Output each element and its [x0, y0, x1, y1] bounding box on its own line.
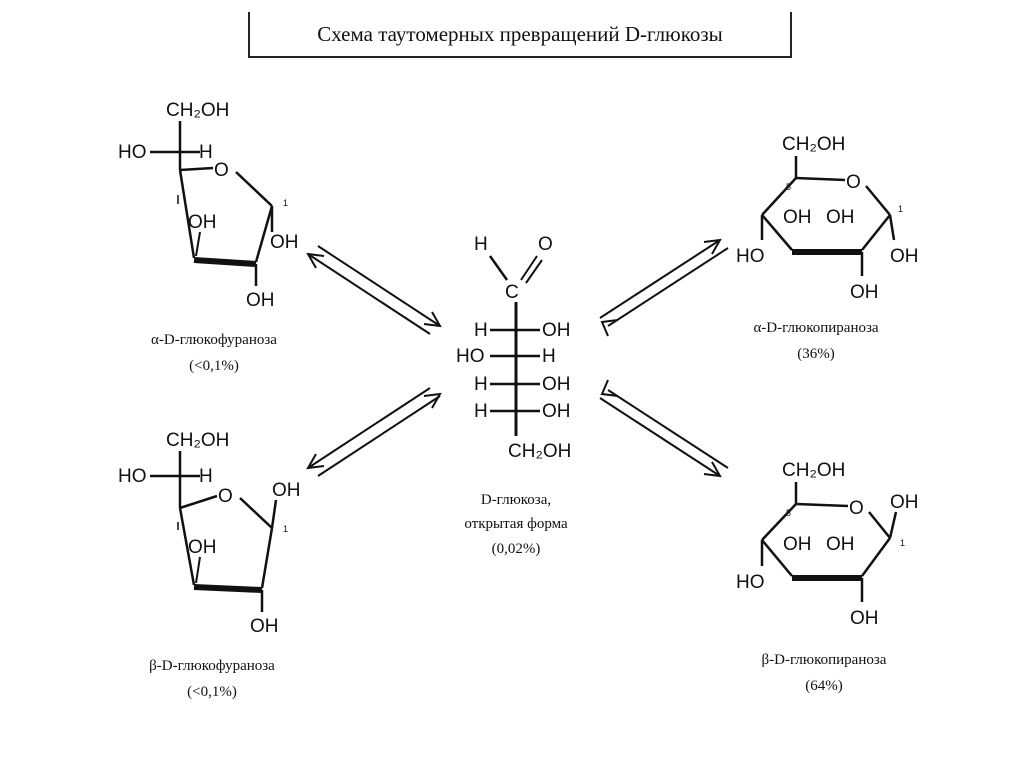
alpha-furanose-c5-h: H — [199, 142, 213, 163]
beta-furanose-c3-oh: OH — [188, 537, 217, 558]
open-chain-structure: H O C H OH HO H H OH H OH CH₂OH — [456, 234, 571, 462]
alpha-pyranose-c3-oh: OH — [826, 207, 855, 228]
beta-furanose-c1-oh: OH — [272, 480, 301, 501]
beta-pyranose-structure: CH₂OH 5 O OH 1 OH OH HO OH — [736, 460, 919, 629]
open-chain-c4-oh: OH — [542, 374, 571, 395]
alpha-furanose-c2-oh: OH — [246, 290, 275, 311]
equilibrium-arrow-beta-pyranose — [599, 379, 729, 478]
alpha-furanose-ring-o: O — [214, 160, 229, 181]
alpha-pyranose-c1-oh: OH — [890, 246, 919, 267]
beta-furanose-c5-ho: HO — [118, 466, 147, 487]
beta-furanose-c5-h: H — [199, 466, 213, 487]
alpha-furanose-c3-oh: OH — [188, 212, 217, 233]
open-chain-aldehyde-o: O — [538, 234, 553, 255]
beta-pyranose-c1-oh: OH — [890, 492, 919, 513]
alpha-pyranose-c4-oh: OH — [783, 207, 812, 228]
beta-furanose-structure: CH₂OH HO H O OH OH 1 OH — [118, 430, 301, 637]
title-frame: Схема таутомерных превращений D-глюкозы — [248, 12, 792, 58]
alpha-pyranose-structure: CH₂OH 5 O 1 OH OH HO OH OH — [736, 134, 919, 303]
open-chain-ch2oh: CH₂OH — [508, 441, 571, 462]
alpha-pyranose-ring-o: O — [846, 172, 861, 193]
open-chain-c2-h: H — [474, 320, 488, 341]
beta-pyranose-c3-oh: OH — [826, 534, 855, 555]
open-chain-name: D-глюкоза, — [481, 492, 551, 508]
equilibrium-arrow-alpha-furanose — [306, 245, 442, 335]
beta-pyranose-c4-ho: HO — [736, 572, 765, 593]
beta-pyranose-ring-o: O — [849, 498, 864, 519]
alpha-furanose-ch2oh: CH₂OH — [166, 100, 229, 121]
beta-pyranose-share: (64%) — [805, 678, 843, 694]
beta-pyranose-name: β-D-глюкопираноза — [762, 652, 887, 668]
beta-furanose-ch2oh: CH₂OH — [166, 430, 229, 451]
scheme-title: Схема таутомерных превращений D-глюкозы — [317, 21, 723, 46]
alpha-pyranose-name: α-D-глюкопираноза — [753, 320, 878, 336]
equilibrium-arrow-beta-furanose — [306, 387, 442, 477]
alpha-furanose-c5-ho: HO — [118, 142, 147, 163]
beta-pyranose-ch2oh: CH₂OH — [782, 460, 845, 481]
open-chain-c3-h: H — [542, 346, 556, 367]
beta-pyranose-c4-oh: OH — [783, 534, 812, 555]
beta-pyranose-locant-1: 1 — [900, 538, 905, 548]
alpha-furanose-name: α-D-глюкофураноза — [151, 332, 277, 348]
alpha-furanose-structure: CH₂OH HO H O OH 1 OH OH — [118, 100, 299, 311]
open-chain-aldehyde-h: H — [474, 234, 488, 255]
open-chain-c5-oh: OH — [542, 401, 571, 422]
alpha-pyranose-c4-ho: HO — [736, 246, 765, 267]
beta-furanose-name: β-D-глюкофураноза — [149, 658, 275, 674]
open-chain-share: (0,02%) — [492, 541, 541, 557]
open-chain-c2-oh: OH — [542, 320, 571, 341]
open-chain-c1: C — [505, 282, 519, 303]
alpha-furanose-c1-oh: OH — [270, 232, 299, 253]
alpha-pyranose-c2-oh: OH — [850, 282, 879, 303]
alpha-pyranose-locant-1: 1 — [898, 204, 903, 214]
open-chain-c4-h: H — [474, 374, 488, 395]
open-chain-name-2: открытая форма — [464, 516, 568, 532]
beta-furanose-c2-oh: OH — [250, 616, 279, 637]
beta-furanose-share: (<0,1%) — [187, 684, 237, 700]
open-chain-c3-ho: HO — [456, 346, 485, 367]
open-chain-c5-h: H — [474, 401, 488, 422]
alpha-furanose-share: (<0,1%) — [189, 358, 239, 374]
beta-pyranose-c2-oh: OH — [850, 608, 879, 629]
beta-furanose-locant-1: 1 — [283, 524, 288, 534]
alpha-furanose-locant-1: 1 — [283, 198, 288, 208]
alpha-pyranose-share: (36%) — [797, 346, 835, 362]
equilibrium-arrow-alpha-pyranose — [599, 238, 729, 337]
beta-furanose-ring-o: O — [218, 486, 233, 507]
alpha-pyranose-ch2oh: CH₂OH — [782, 134, 845, 155]
